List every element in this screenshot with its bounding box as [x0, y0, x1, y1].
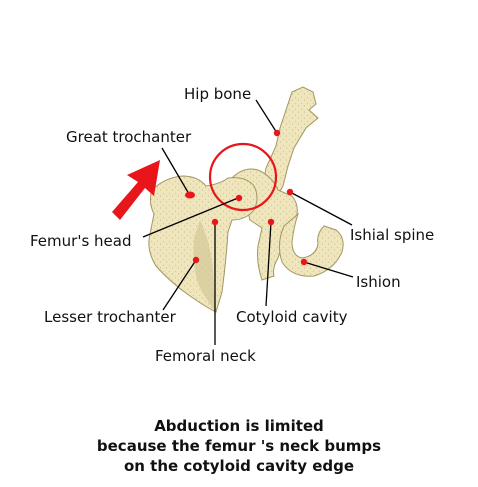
leader-cotyloid-cavity — [265, 221, 272, 307]
marker-dots — [185, 129, 308, 266]
red-circle-icon — [208, 142, 278, 212]
leader-ishial-spine — [289, 191, 353, 226]
femur-shadow — [193, 220, 216, 312]
dot-ishion — [300, 258, 308, 266]
caption-line-3: on the cotyloid cavity edge — [123, 457, 355, 475]
label-femurs-head: Femur's head — [30, 232, 132, 250]
leader-femurs-head — [142, 197, 239, 238]
dot-ishial-spine — [286, 188, 294, 196]
dot-hip-bone — [273, 129, 281, 137]
leader-lesser-trochanter — [162, 259, 197, 311]
label-great-trochanter: Great trochanter — [66, 128, 192, 146]
label-ishion: Ishion — [356, 273, 401, 291]
dot-femurs-head — [235, 194, 243, 202]
label-cotyloid-cavity: Cotyloid cavity — [236, 308, 348, 326]
label-hip-bone: Hip bone — [184, 85, 252, 103]
caption-line-1: Abduction is limited — [154, 417, 324, 435]
red-arrow-icon — [112, 160, 160, 220]
dot-lesser-trochanter — [192, 256, 200, 264]
label-lesser-trochanter: Lesser trochanter — [44, 308, 176, 326]
dot-cotyloid-cavity — [267, 218, 275, 226]
dot-great-trochanter — [185, 191, 195, 199]
dot-femoral-neck — [211, 218, 219, 226]
label-ishial-spine: Ishial spine — [350, 226, 435, 244]
leader-ishion — [303, 261, 354, 278]
leader-great-trochanter — [161, 147, 190, 195]
ischium-shape — [278, 212, 344, 277]
label-femoral-neck: Femoral neck — [155, 347, 256, 365]
leader-hip-bone — [255, 99, 278, 134]
caption-line-2: because the femur 's neck bumps — [96, 437, 382, 455]
leader-lines — [142, 99, 354, 345]
